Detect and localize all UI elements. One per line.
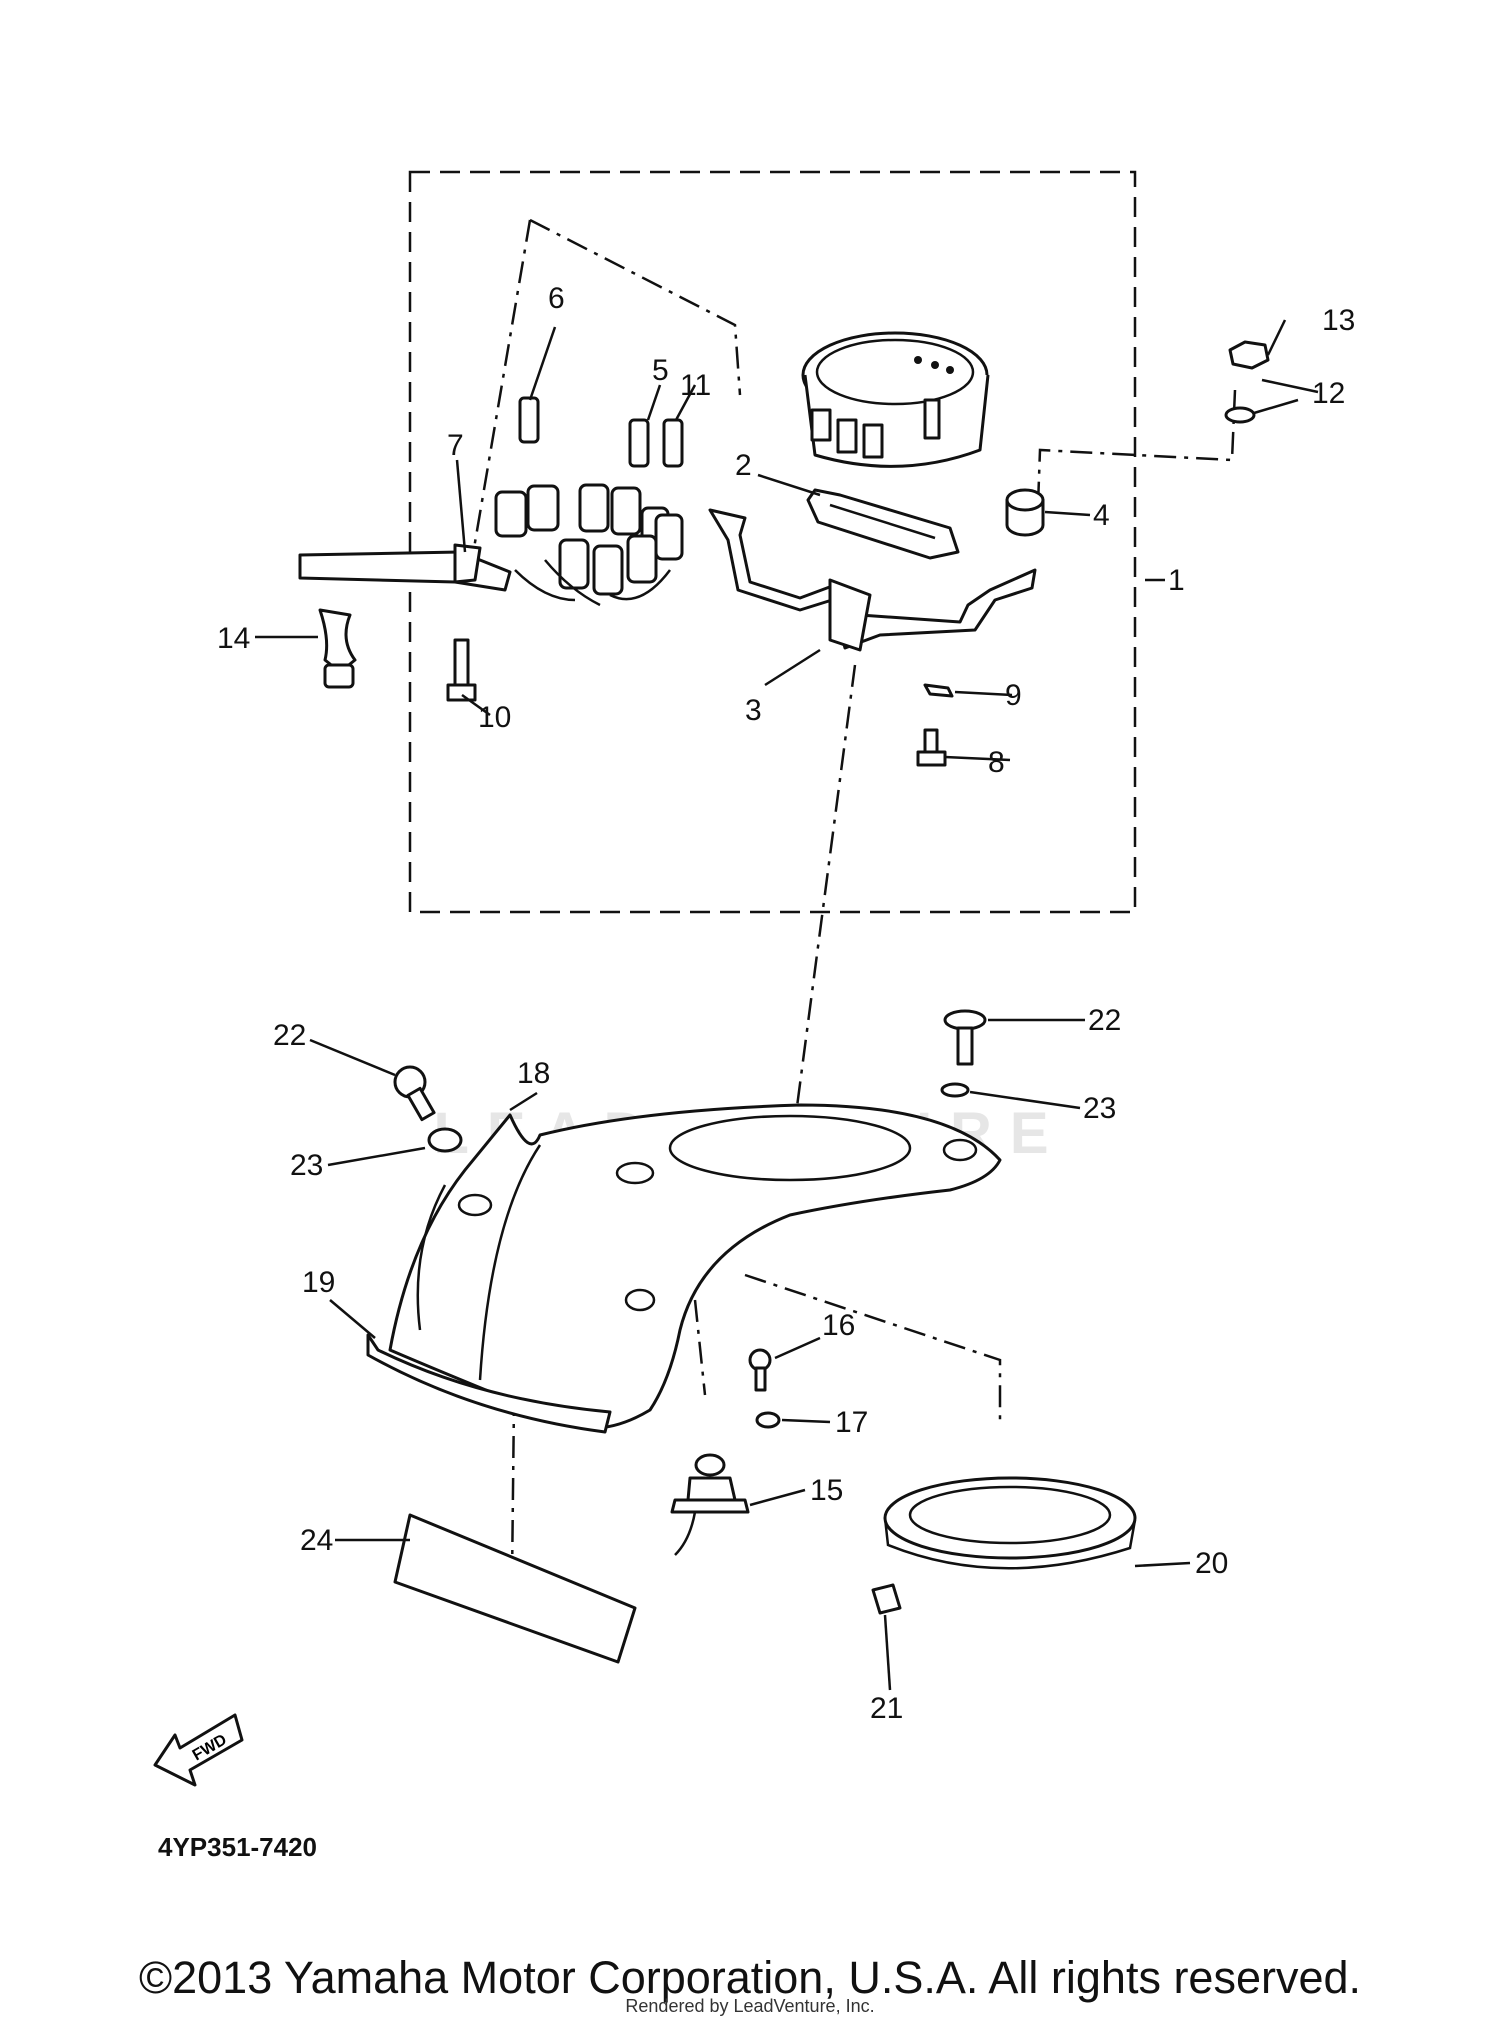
part-label-11: 11 [680,369,711,402]
part-label-5: 5 [652,354,669,387]
bulb-socket-cluster [494,396,684,607]
fwd-arrow-icon: FWD [153,1713,244,1787]
part-label-8: 8 [988,746,1005,779]
clip-21 [871,1583,902,1615]
part-label-18: 18 [517,1057,550,1090]
part-label-15: 15 [810,1474,843,1507]
switch-unit [670,1453,750,1556]
washer-12 [1224,406,1256,424]
part-label-9: 9 [1005,679,1022,712]
part-label-4: 4 [1093,499,1110,532]
screw-16 [748,1348,772,1392]
wire-harness [298,543,512,592]
mounting-ring [883,1476,1137,1570]
cover-panel [388,1103,1002,1430]
part-label-22-right: 22 [1088,1004,1121,1037]
meter-bracket [708,508,1037,652]
washer-23-right [940,1082,970,1098]
part-label-16: 16 [822,1309,855,1342]
part-label-23-right: 23 [1083,1092,1116,1125]
part-label-17: 17 [835,1406,868,1439]
part-label-12: 12 [1312,377,1345,410]
part-label-6: 6 [548,282,565,315]
part-label-21: 21 [870,1692,903,1725]
part-label-1: 1 [1168,564,1185,597]
part-label-2: 2 [735,449,752,482]
nut [1228,340,1270,370]
copyright-notice: ©2013 Yamaha Motor Corporation, U.S.A. A… [138,1952,1362,2003]
clip-9 [923,683,954,698]
part-label-7: 7 [447,429,464,462]
washer-17 [755,1411,781,1429]
part-label-23-left: 23 [290,1149,323,1182]
part-label-3: 3 [745,694,762,727]
part-label-24: 24 [300,1524,333,1557]
part-label-19: 19 [302,1266,335,1299]
decal-panel [393,1513,637,1664]
catalog-number: 4YP351-7420 [158,1832,318,1862]
part-label-20: 20 [1195,1547,1228,1580]
part-label-14: 14 [217,622,250,655]
bolt-22-right [943,1009,987,1066]
part-label-10: 10 [478,701,511,734]
wire-clamp [318,608,357,689]
trim-strip [366,1333,612,1434]
meter-unit [801,331,990,468]
screw-8 [916,728,947,767]
bolt-22-left [393,1065,436,1122]
meter-assembly-box [408,170,1137,914]
part-label-22-left: 22 [273,1019,306,1052]
grommet [1005,488,1045,537]
part-label-13: 13 [1322,304,1355,337]
meter-gasket [806,488,960,560]
screw-10 [446,638,477,702]
rendered-by-notice: Rendered by LeadVenture, Inc. [625,1996,875,2016]
washer-23-left [427,1127,463,1153]
